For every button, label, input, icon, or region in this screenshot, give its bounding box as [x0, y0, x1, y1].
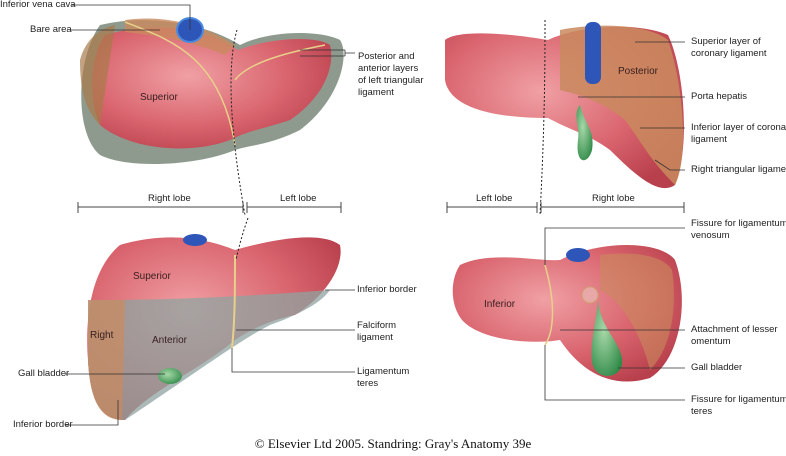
label-ivc: Inferior vena cava — [0, 0, 76, 10]
label-inferior-border-left: Inferior border — [13, 419, 73, 430]
gall-bladder-icon — [158, 368, 182, 384]
label-right-triangular: Right triangular ligament — [691, 164, 786, 175]
label-lesser-omentum: Attachment of lesser omentum — [691, 324, 778, 347]
label-porta-hepatis: Porta hepatis — [691, 91, 747, 102]
scale-right-lobe: Right lobe — [148, 193, 191, 204]
scale-right-lobe-2: Right lobe — [592, 193, 635, 204]
ivc-icon — [566, 248, 590, 262]
label-fissure-teres: Fissure for ligamentum teres — [691, 394, 786, 417]
region-right: Right — [90, 330, 114, 341]
label-superior-coronary: Superior layer of coronary ligament — [691, 36, 767, 59]
label-bare-area: Bare area — [30, 24, 72, 35]
region-anterior: Anterior — [152, 335, 188, 346]
label-falciform: Falciform ligament — [357, 320, 397, 343]
label-left-triangular: Posterior and anterior layers of left tr… — [358, 51, 424, 98]
gall-bladder-icon — [576, 105, 593, 161]
label-ligamentum-teres: Ligamentum teres — [357, 366, 410, 389]
leader-lines — [65, 4, 685, 426]
gall-bladder-icon — [591, 300, 623, 376]
scale-left-lobe-2: Left lobe — [476, 193, 513, 204]
ivc-icon — [183, 234, 207, 246]
label-inferior-border-right: Inferior border — [357, 284, 417, 295]
posterior-view-liver — [445, 19, 684, 216]
scale-bars — [77, 202, 685, 213]
anterior-view-liver — [87, 217, 341, 420]
label-gall-bladder: Gall bladder — [18, 368, 70, 379]
label-gall-bladder-2: Gall bladder — [691, 362, 743, 373]
region-inferior: Inferior — [484, 299, 516, 310]
copyright: © Elsevier Ltd 2005. Standring: Gray's A… — [254, 436, 532, 451]
region-superior-anterior: Superior — [133, 271, 171, 282]
inferior-view-liver — [452, 245, 682, 382]
ivc-icon — [585, 22, 601, 84]
region-posterior: Posterior — [618, 66, 659, 77]
label-fissure-venosum: Fissure for ligamentum venosum — [691, 218, 786, 241]
scale-left-lobe: Left lobe — [280, 193, 317, 204]
label-inferior-coronary: Inferior layer of coronary ligament — [691, 122, 786, 145]
superior-view-liver — [80, 17, 344, 216]
region-superior: Superior — [140, 92, 178, 103]
